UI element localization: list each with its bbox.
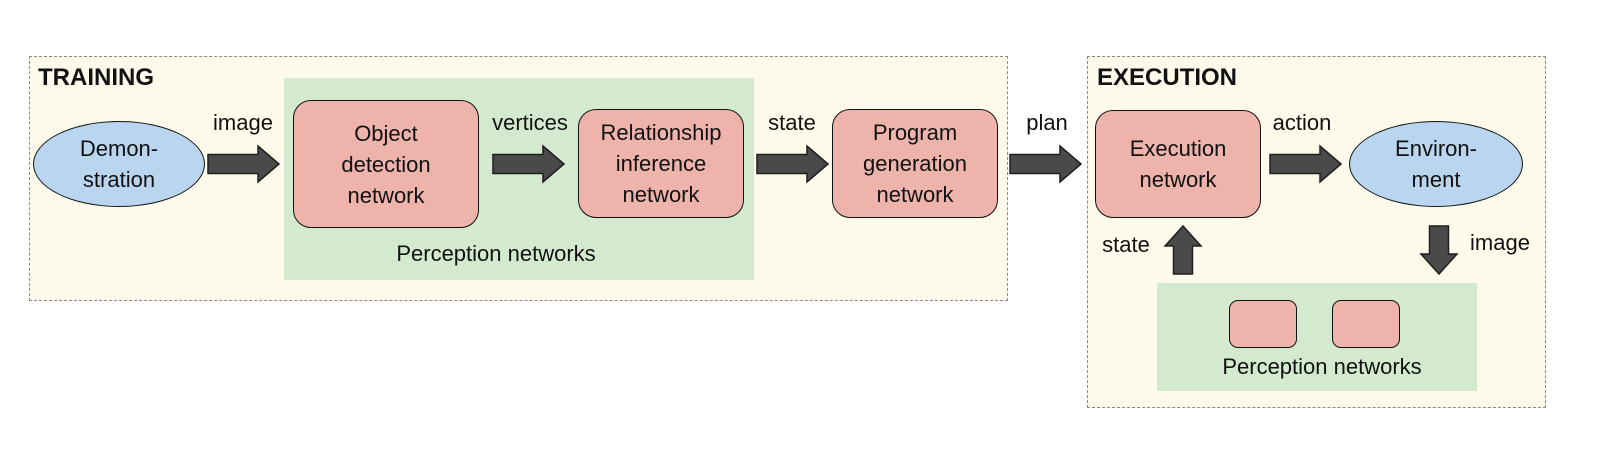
edge-label-action: action <box>1272 110 1332 135</box>
arrow-detection-to-relationship <box>492 144 566 184</box>
execution-network: Execution network <box>1095 110 1261 218</box>
execution-perception-panel <box>1157 283 1477 391</box>
training-perception-label: Perception networks <box>396 241 596 266</box>
program-generation-network: Program generation network <box>832 109 998 218</box>
object-detection-network: Object detection network <box>293 100 479 228</box>
execution-perception-box-2 <box>1332 300 1400 348</box>
arrow-perception-to-execution <box>1163 224 1203 275</box>
arrow-relationship-to-program <box>756 144 830 184</box>
edge-label-vertices: vertices <box>492 110 568 135</box>
edge-label-state-execution: state <box>1102 232 1150 257</box>
arrow-program-to-execution <box>1009 144 1083 184</box>
execution-perception-label: Perception networks <box>1222 354 1422 379</box>
edge-label-plan: plan <box>1026 110 1068 135</box>
execution-perception-box-1 <box>1229 300 1297 348</box>
arrow-execution-to-environment <box>1269 144 1343 184</box>
edge-label-image-execution: image <box>1470 230 1530 255</box>
edge-label-state-training: state <box>768 110 816 135</box>
training-title: TRAINING <box>38 64 154 91</box>
environment-node: Environ- ment <box>1349 121 1523 207</box>
execution-title: EXECUTION <box>1097 64 1238 91</box>
relationship-inference-network: Relationship inference network <box>578 109 744 218</box>
arrow-environment-to-perception <box>1419 225 1459 276</box>
edge-label-image: image <box>213 110 273 135</box>
arrow-demonstration-to-detection <box>207 144 281 184</box>
demonstration-node: Demon- stration <box>33 121 205 207</box>
